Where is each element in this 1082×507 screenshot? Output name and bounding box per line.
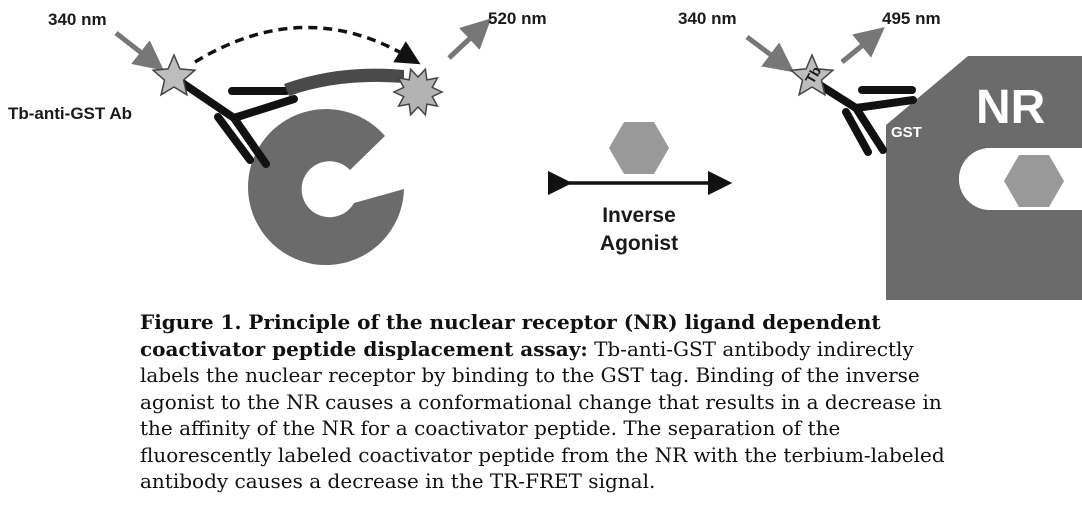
emission-label-left: 520 nm (488, 9, 547, 28)
assay-diagram: 340 nm 520 nm Tb-anti-GST Ab Inverse Ago… (8, 9, 1082, 300)
arrow-label-agonist: Agonist (600, 232, 678, 255)
fret-transfer-arrow (194, 25, 421, 65)
caption-body: Tb-anti-GST antibody indirectly labels t… (140, 336, 945, 494)
figure-caption: Figure 1. Principle of the nuclear recep… (140, 309, 960, 495)
inverse-agonist-hexagon (609, 122, 669, 174)
antibody-left (174, 76, 298, 168)
excitation-arrow-left (114, 31, 165, 71)
excitation-label-left: 340 nm (48, 10, 107, 29)
bound-ligand-hexagon (1004, 155, 1064, 207)
antibody-label: Tb-anti-GST Ab (8, 104, 132, 123)
caption-title: Figure 1. Principle of the nuclear recep… (140, 310, 881, 361)
gst-label: GST (891, 124, 922, 141)
terbium-label: Tb (802, 64, 824, 87)
terbium-star-icon (151, 53, 197, 97)
emission-label-right: 495 nm (882, 9, 941, 28)
excitation-label-right: 340 nm (678, 9, 737, 28)
terbium-star-right-icon (789, 53, 835, 97)
emission-arrow-right (840, 27, 885, 64)
coactivator-peptide-left (284, 68, 404, 96)
emission-arrow-left (447, 18, 492, 60)
nuclear-receptor-shape (248, 109, 404, 266)
excitation-arrow-right (745, 35, 795, 73)
middle-panel: Inverse Agonist (547, 122, 733, 255)
nuclear-receptor-block (886, 56, 1082, 300)
right-panel: Tb 340 nm 495 nm GST NR (678, 9, 1082, 300)
fluorophore-burst-icon (392, 67, 444, 117)
left-panel: 340 nm 520 nm Tb-anti-GST Ab (8, 9, 547, 266)
arrow-label-inverse: Inverse (602, 204, 676, 227)
receptor-label: NR (976, 81, 1045, 134)
